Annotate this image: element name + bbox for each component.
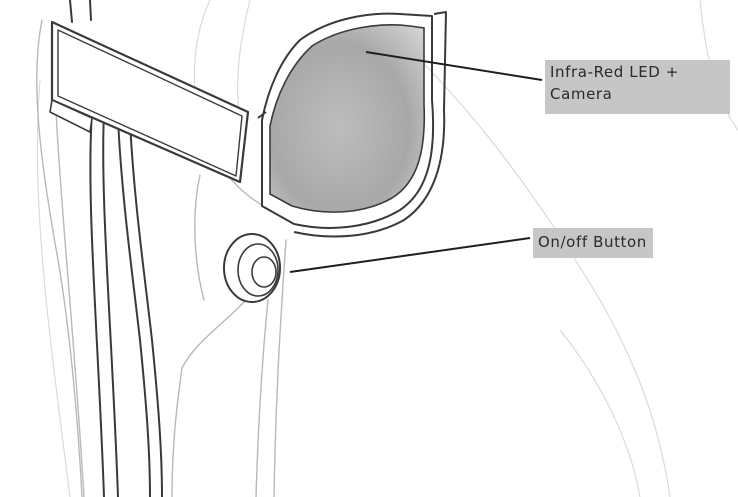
ir-led-camera-label: Infra-Red LED + Camera bbox=[545, 60, 730, 114]
ir-led-camera-label-line1: Infra-Red LED + bbox=[550, 61, 724, 83]
camera-lens bbox=[270, 25, 424, 212]
on-off-button-label: On/off Button bbox=[533, 228, 653, 258]
ir-led-camera-label-line2: Camera bbox=[550, 83, 724, 105]
leader-line-onoff bbox=[290, 238, 530, 272]
power-button bbox=[224, 234, 280, 302]
display-panel bbox=[50, 22, 248, 182]
